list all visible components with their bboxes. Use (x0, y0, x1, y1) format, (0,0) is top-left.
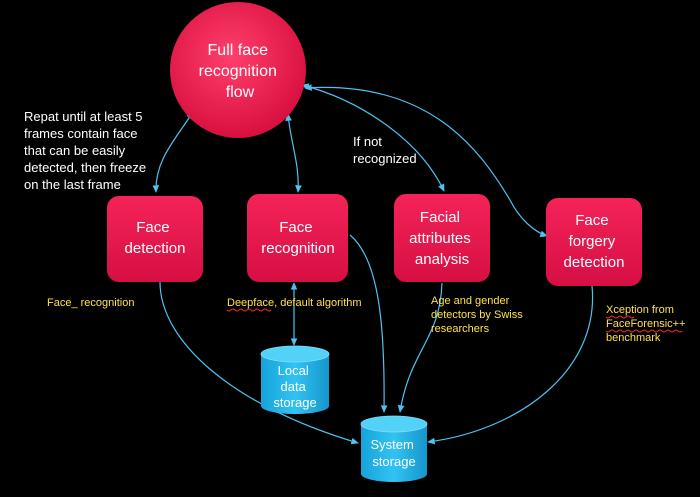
not-recognized-line: recognized (353, 151, 417, 166)
face-forgery-line: Face (575, 212, 608, 229)
connector-main-forgery (304, 84, 548, 238)
local-data-storage[interactable]: Local data storage (260, 345, 330, 414)
connector-main-recognition (285, 113, 302, 193)
svg-text:Facial attributes: Facial attributes analysis (409, 209, 475, 268)
repeat-annotation-line: frames contain face (24, 126, 137, 141)
face-detection-box (107, 196, 203, 282)
spellcheck-underline (226, 308, 272, 312)
system-storage-line: System (371, 437, 414, 452)
svg-text:Face forgery detec: Face forgery detection (564, 212, 625, 271)
svg-text:Full face recognition: Full face recognition flow (199, 42, 282, 101)
not-recognized-annotation: If not recognized (353, 134, 417, 166)
face-recognition-box (247, 194, 348, 282)
face-recognition-line: recognition (261, 240, 334, 257)
forgery-library-line: FaceForensic++ (606, 318, 685, 330)
local-storage-line: storage (273, 395, 316, 410)
main-flow-node[interactable]: Full face recognition flow (170, 2, 306, 138)
svg-text:System storage: System storage (371, 437, 418, 469)
forgery-library-label: Xception from FaceForensic++ benchmark (606, 304, 689, 344)
face-detection-line: detection (125, 240, 186, 257)
face-recognition-node[interactable]: Face recognition (247, 194, 348, 282)
detection-library-label: Face_ recognition (47, 297, 134, 309)
face-detection-node[interactable]: Face detection (107, 196, 203, 282)
main-flow-line: flow (226, 84, 255, 101)
connector-main-detection (152, 111, 194, 193)
local-storage-line: Local (278, 363, 309, 378)
spellcheck-underline (605, 315, 635, 319)
facial-attributes-line: analysis (415, 251, 469, 268)
repeat-annotation-line: on the last frame (24, 177, 121, 192)
system-storage-body (361, 424, 427, 482)
face-forgery-box (546, 198, 642, 286)
svg-text:Local data storage: Local data storage (273, 363, 316, 410)
facial-attributes-line: attributes (409, 230, 471, 247)
recognition-library-label: Deepface, default algorithm (227, 297, 362, 309)
attributes-library-line: detectors by Swiss (431, 309, 523, 321)
svg-text:Face detection: Face detection (125, 219, 186, 257)
svg-text:Face recognition: Face recognition (261, 219, 334, 257)
facial-attributes-box (394, 194, 490, 282)
face-detection-line: Face (136, 219, 169, 236)
facial-attributes-line: Facial (420, 209, 460, 226)
connector-detection-system (159, 281, 359, 445)
system-storage-line: storage (372, 454, 415, 469)
attributes-library-line: researchers (431, 323, 490, 335)
forgery-library-line: Xception from (606, 304, 674, 316)
detection-library-line: Face_ recognition (47, 297, 134, 309)
repeat-annotation-line: detected, then freeze (24, 160, 146, 175)
facial-attributes-node[interactable]: Facial attributes analysis (394, 194, 490, 282)
connector-forgery-system (427, 285, 594, 445)
recognition-library-line: Deepface, default algorithm (227, 297, 362, 309)
repeat-annotation-line: Repat until at least 5 (24, 109, 143, 124)
face-forgery-line: detection (564, 254, 625, 271)
repeat-annotation-line: that can be easily (24, 143, 126, 158)
main-flow-line: recognition (199, 63, 277, 80)
repeat-annotation: Repat until at least 5 frames contain fa… (24, 109, 150, 192)
face-forgery-node[interactable]: Face forgery detection (546, 198, 642, 286)
local-storage-body (261, 354, 329, 414)
system-storage[interactable]: System storage (360, 415, 428, 482)
not-recognized-line: If not (353, 134, 382, 149)
local-storage-top (260, 345, 330, 363)
attributes-library-label: Age and gender detectors by Swiss resear… (431, 295, 526, 335)
connector-recognition-system (349, 234, 388, 413)
connector-attributes-system (397, 282, 443, 413)
spellcheck-underline (605, 329, 683, 333)
attributes-library-line: Age and gender (431, 295, 510, 307)
local-storage-line: data (281, 379, 307, 394)
system-storage-top (360, 415, 428, 433)
main-flow-line: Full face (208, 42, 269, 59)
face-forgery-line: forgery (569, 233, 616, 250)
main-flow-circle (170, 2, 306, 138)
forgery-library-line: benchmark (606, 332, 661, 344)
face-recognition-line: Face (279, 219, 312, 236)
connectors (152, 83, 594, 445)
